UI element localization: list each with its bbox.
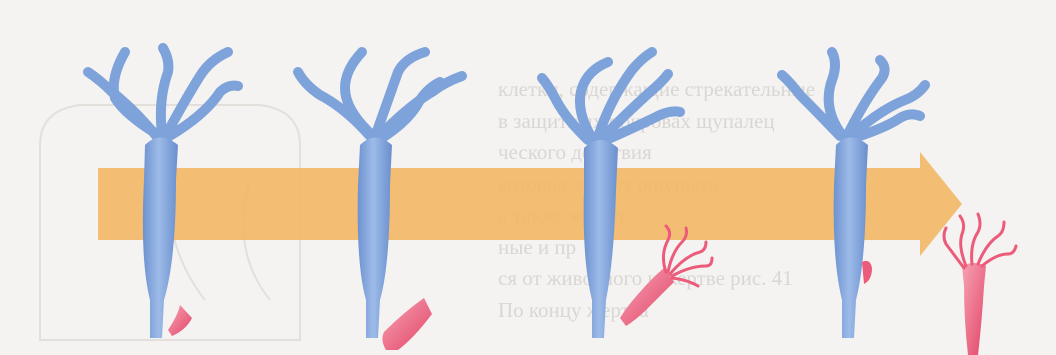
bud <box>382 298 432 350</box>
tentacles <box>542 52 680 141</box>
detached-young-hydra <box>944 214 1016 355</box>
tentacles <box>782 52 925 138</box>
tentacles <box>298 52 462 138</box>
bud <box>620 226 712 326</box>
hydra-body <box>584 140 618 338</box>
hydra-body <box>143 138 178 339</box>
bud-scar <box>862 261 872 284</box>
bud <box>168 305 192 336</box>
hydra-body <box>358 138 392 339</box>
tentacles <box>88 48 238 138</box>
progression-arrow <box>98 152 962 256</box>
hydra-body <box>834 138 868 339</box>
